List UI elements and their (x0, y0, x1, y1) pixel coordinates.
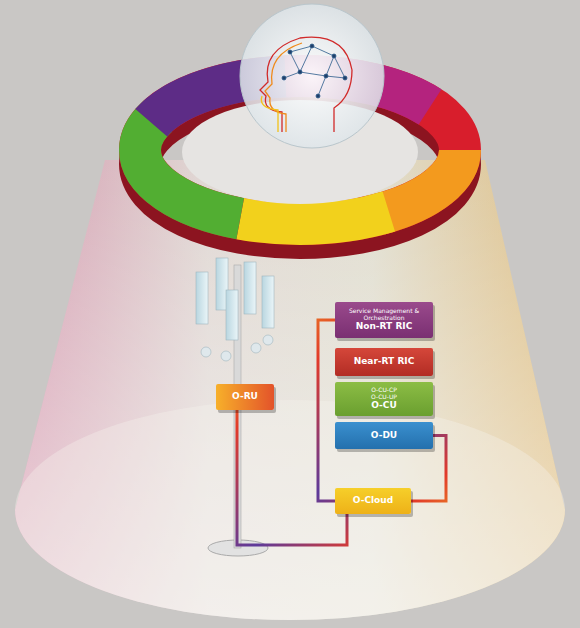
node-text: O-CU-CP (371, 387, 397, 394)
du-box: O-DU (335, 422, 433, 449)
cu-box: O-CU-CPO-CU-UPO-CU (335, 382, 433, 416)
node-text: O-CU-UP (371, 394, 397, 401)
connector-wire (318, 320, 335, 501)
node-text: O-CU (371, 401, 396, 411)
node-text: Near-RT RIC (354, 357, 415, 367)
node-text: Non-RT RIC (356, 322, 413, 332)
orchestration-box: Service Management & OrchestrationNon-RT… (335, 302, 433, 338)
radio-unit-box: O-RU (216, 384, 274, 410)
ric-box: Near-RT RIC (335, 348, 433, 376)
node-text: O-DU (371, 431, 397, 441)
node-text: O-Cloud (353, 496, 393, 506)
node-text: Service Management & Orchestration (335, 308, 433, 321)
node-text: O-RU (232, 392, 258, 402)
connector-wire (237, 410, 347, 545)
cloud-box: O-Cloud (335, 488, 411, 514)
